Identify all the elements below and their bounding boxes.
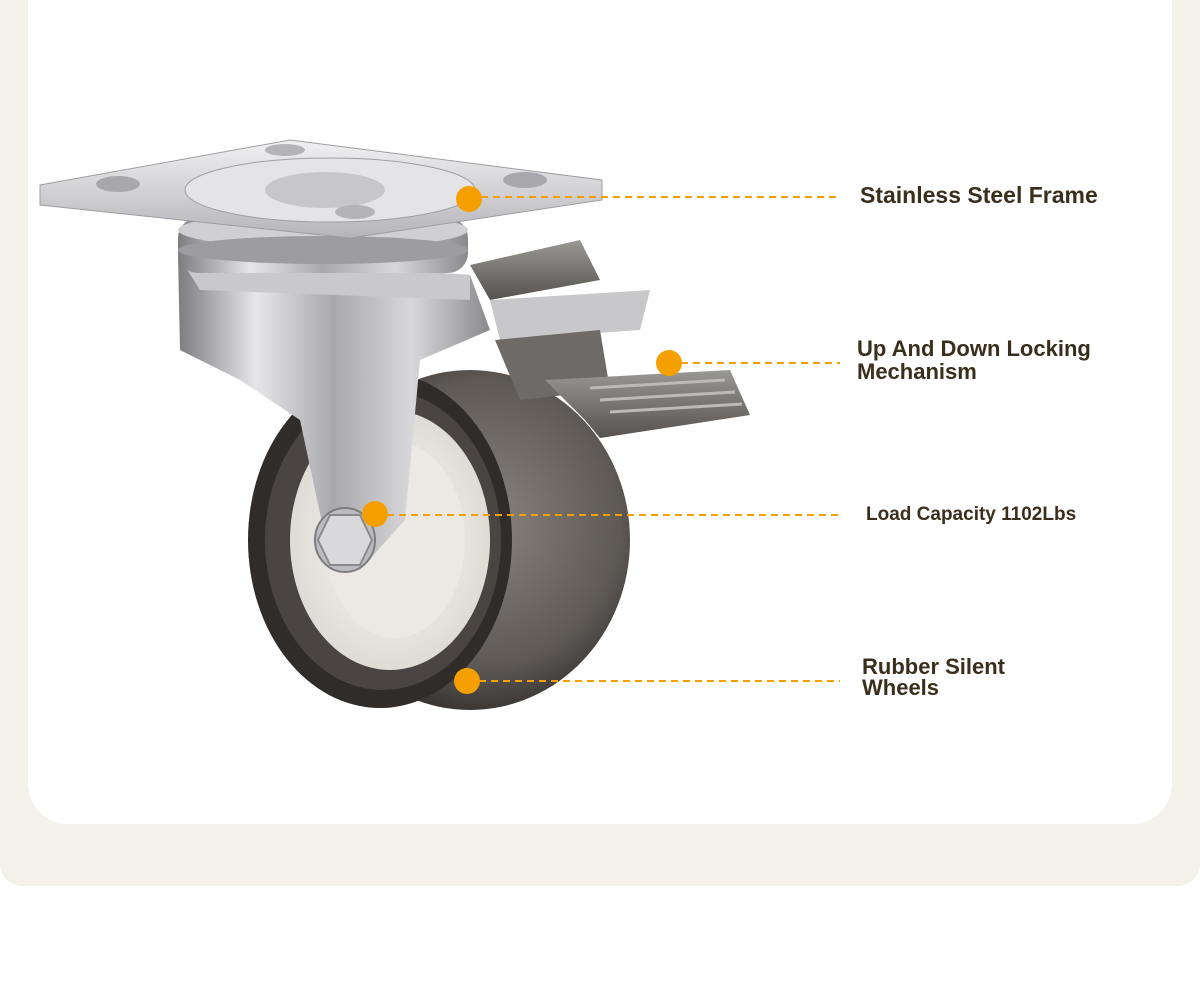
label-line: Stainless Steel Frame <box>860 182 1098 208</box>
label-locking-mechanism: Up And Down Locking Mechanism <box>857 337 1091 383</box>
label-line: Mechanism <box>857 359 977 385</box>
brake-lever <box>470 240 750 438</box>
axle-bolt <box>314 507 376 573</box>
label-line: Up And Down Locking <box>857 336 1091 361</box>
callout-frame <box>456 186 840 212</box>
callout-load <box>362 501 840 527</box>
label-line: Wheels <box>862 674 940 700</box>
label-line: Load Capacity 1102Lbs <box>866 504 1077 525</box>
label-stainless-steel-frame: Stainless Steel Frame <box>860 183 1098 207</box>
callout-wheel <box>454 668 840 694</box>
label-load-capacity: Load Capacity 1102Lbs <box>866 505 1076 525</box>
callout-lock <box>656 350 840 376</box>
mounting-plate <box>39 139 603 239</box>
label-rubber-wheels: Rubber Silent Wheels <box>862 654 1006 700</box>
label-line: Rubber Silent <box>862 654 1006 679</box>
